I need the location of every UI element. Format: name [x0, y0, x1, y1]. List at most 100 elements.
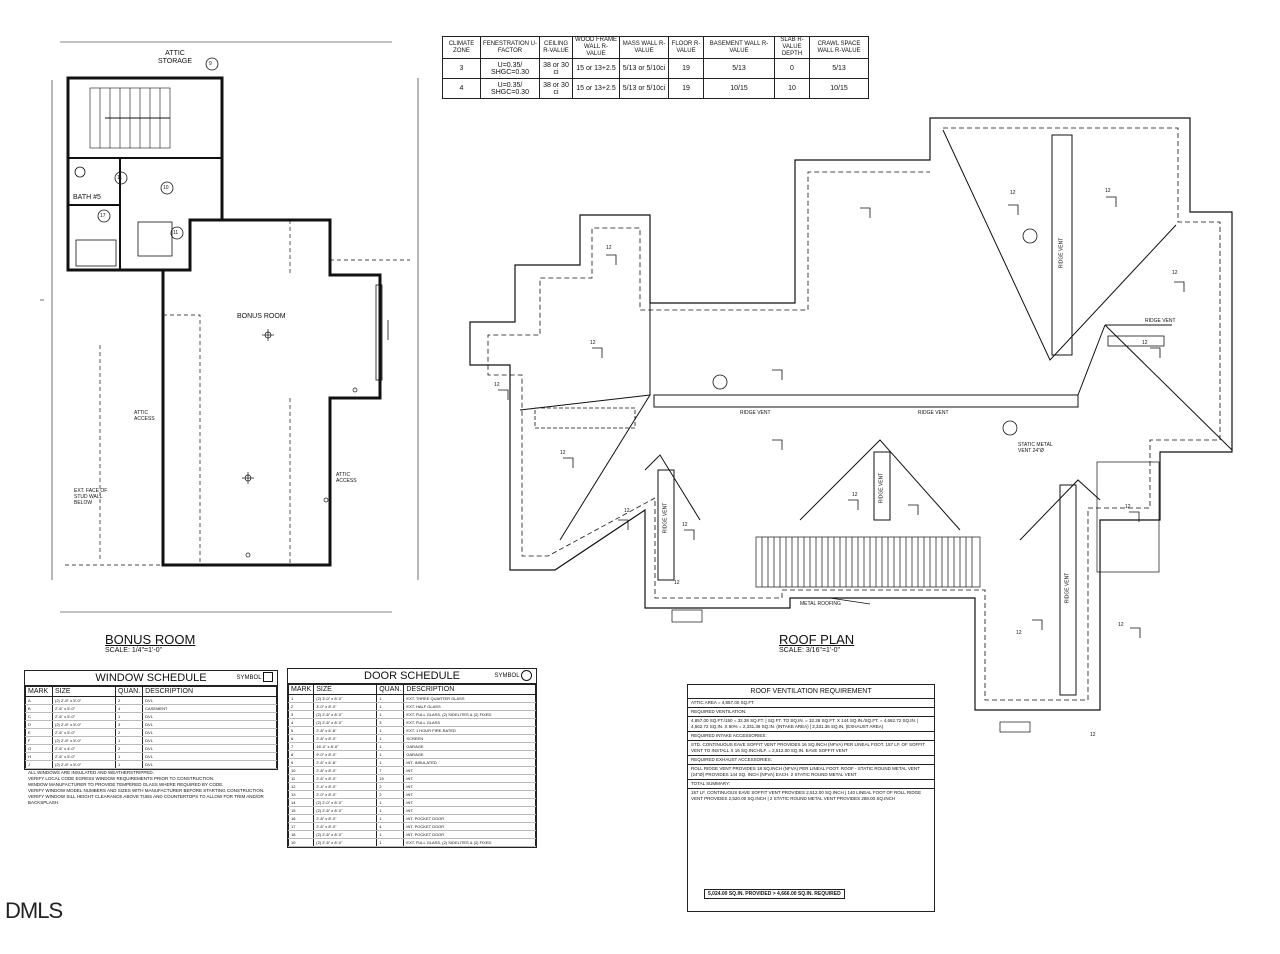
ventilation-row: REQUIRED EXHAUST ACCESSORIES:	[688, 756, 934, 765]
cell: EXT. FULL GLASS, (2) SIDELITES & (2) FIX…	[403, 838, 536, 847]
cell: GARAGE	[403, 750, 536, 759]
metal-roofing-label: METAL ROOFING	[800, 601, 841, 607]
window-symbol: SYMBOL	[237, 671, 273, 685]
attic-access-label: ATTIC ACCESS	[336, 472, 357, 484]
cell: 2'-8" x 8'-0"	[313, 734, 378, 743]
cell: DVL	[142, 696, 277, 705]
cell: 6	[287, 734, 315, 743]
cell: 16'-0" x 8'-0"	[313, 742, 378, 751]
climate-cell: 19	[668, 78, 704, 99]
cell: 14	[287, 798, 315, 807]
climate-header-floor: FLOOR R-VALUE	[668, 36, 704, 59]
col-mark: MARK	[287, 684, 315, 695]
roof-pitch: 12	[1172, 270, 1178, 276]
climate-header-wood-wall: WOOD FRAME WALL R-VALUE	[572, 36, 620, 59]
cell: DVL	[142, 720, 277, 729]
cell: INT. INSULATED	[403, 758, 536, 767]
bath-label: BATH #5	[73, 194, 101, 201]
bonus-room-scale: SCALE: 1/4"=1'-0"	[105, 647, 163, 654]
cell: 9'-0" x 8'-0"	[313, 750, 378, 759]
roof-pitch: 12	[606, 245, 612, 251]
cell: (2) 2'-6" x 5'-0"	[52, 760, 116, 769]
cell: H	[25, 752, 53, 761]
door-tag: 10	[163, 185, 169, 191]
bonus-room-label: BONUS ROOM	[237, 313, 286, 320]
cell: C	[25, 712, 53, 721]
roof-pitch: 12	[560, 450, 566, 456]
roof-plan	[469, 117, 1233, 733]
ventilation-row: REQUIRED INTAKE ACCESSORIES:	[688, 732, 934, 741]
roof-pitch: 12	[674, 580, 680, 586]
cell: INT.	[403, 790, 536, 799]
door-schedule: DOOR SCHEDULE SYMBOL MARK SIZE QUAN. DES…	[287, 668, 537, 848]
cell: 2'-8" x 8'-0"	[313, 766, 378, 775]
cell: EXT. FULL GLASS, (2) SIDELITES & (2) FIX…	[403, 710, 536, 719]
climate-cell: 4	[442, 78, 481, 99]
roof-pitch: 12	[1016, 630, 1022, 636]
roof-pitch: 12	[1090, 732, 1096, 738]
window-note: VERIFY LOCAL CODE EGRESS WINDOW REQUIREM…	[28, 776, 215, 781]
climate-cell: U=0.35/ SHGC=0.30	[480, 58, 540, 79]
cell: 2'-6" x 5'-0"	[52, 704, 116, 713]
cell: CASEMENT	[142, 704, 277, 713]
cell: 2	[376, 782, 405, 791]
cell: (2) 2'-0" x 8'-0"	[313, 798, 378, 807]
window-notes: ALL WINDOWS ARE INSULATED AND WEATHERSTR…	[28, 770, 278, 806]
cell: 13	[287, 790, 315, 799]
cell: 1	[376, 702, 405, 711]
ridge-vent-label: RIDGE VENT	[1058, 237, 1065, 269]
cell: E	[25, 728, 53, 737]
cell: (2) 3'-0" x 8'-0"	[313, 694, 378, 703]
cell: 1	[376, 710, 405, 719]
ventilation-title: ROOF VENTILATION REQUIREMENT	[688, 685, 934, 699]
cell: 1	[376, 750, 405, 759]
cell: 2	[376, 790, 405, 799]
cell: (2) 2'-6" x 8'-0"	[313, 830, 378, 839]
cell: (2) 2'-6" x 8'-0"	[313, 838, 378, 847]
roof-pitch: 12	[624, 508, 630, 514]
cell: 1	[376, 694, 405, 703]
ridge-vent-label: RIDGE VENT	[1145, 318, 1176, 324]
cell: (2) 2'-6" x 5'-0"	[52, 720, 116, 729]
ridge-vent-label: RIDGE VENT	[740, 410, 771, 416]
ext-face-note: EXT. FACE OF STUD WALL BELOW	[74, 488, 108, 506]
cell: 5	[287, 726, 315, 735]
col-size: SIZE	[313, 684, 378, 695]
ventilation-row: TOTAL SUMMARY:	[688, 780, 934, 789]
cell: 2'-6" x 5'-0"	[52, 712, 116, 721]
climate-cell: 10/15	[809, 78, 869, 99]
ridge-vent-label: RIDGE VENT	[918, 410, 949, 416]
climate-cell: 15 or 13+2.5	[572, 58, 620, 79]
cell: DVL	[142, 728, 277, 737]
static-vent-label: STATIC METAL VENT 24"Ø	[1018, 442, 1053, 454]
cell: INT. POCKET DOOR	[403, 822, 536, 831]
cell: 18	[287, 830, 315, 839]
cell: 2'-6" x 5'-0"	[52, 728, 116, 737]
cell: 1	[376, 806, 405, 815]
climate-row: 4 U=0.35/ SHGC=0.30 38 or 30 ci 15 or 13…	[442, 78, 869, 99]
circle-symbol-icon	[521, 669, 532, 681]
climate-header-zone: CLIMATE ZONE	[442, 36, 481, 59]
window-schedule-title-bar: WINDOW SCHEDULE SYMBOL	[25, 671, 277, 686]
door-header-row: MARK SIZE QUAN. DESCRIPTION	[287, 684, 536, 695]
roof-pitch: 12	[1125, 504, 1131, 510]
cell: 4	[287, 718, 315, 727]
cell: INT. POCKET DOOR	[403, 814, 536, 823]
cell: A	[25, 696, 53, 705]
cell: SCREEN	[403, 734, 536, 743]
climate-cell: 38 or 30 ci	[539, 58, 573, 79]
cell: 3	[287, 710, 315, 719]
cell: 1	[376, 742, 405, 751]
